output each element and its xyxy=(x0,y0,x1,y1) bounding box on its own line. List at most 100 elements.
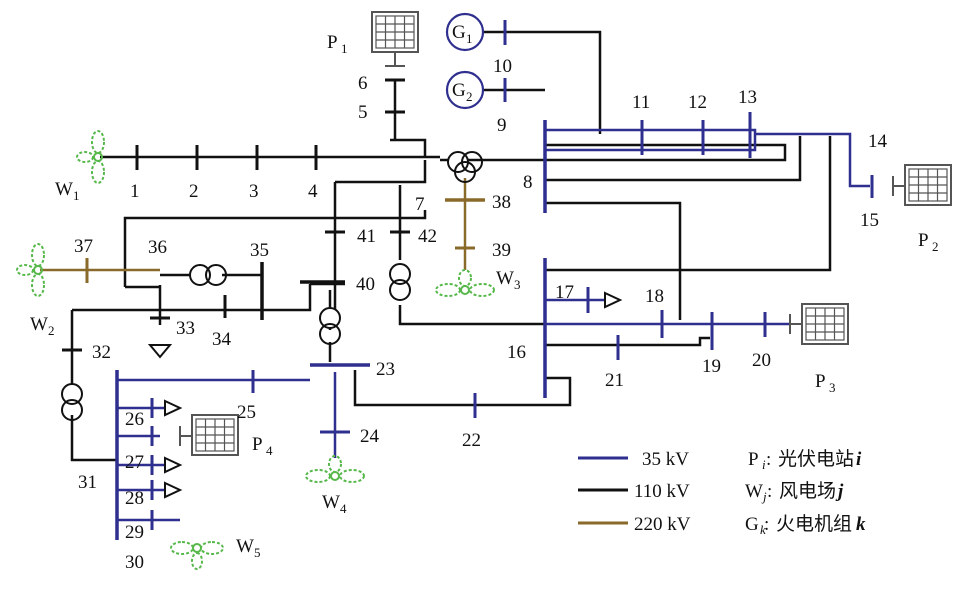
bus-label-18: 18 xyxy=(645,286,664,307)
pv-panel-p1 xyxy=(371,11,419,67)
svg-text:3: 3 xyxy=(829,380,836,395)
bus-label-14: 14 xyxy=(868,131,888,152)
svg-text:P: P xyxy=(252,434,263,455)
svg-text:1: 1 xyxy=(466,31,473,46)
legend-label-110kv: 110 kV xyxy=(634,481,690,502)
bus-ticks-110kv xyxy=(62,78,410,352)
bus-label-36: 36 xyxy=(148,237,167,258)
pv-panel-p3 xyxy=(789,303,849,345)
bus-label-34: 34 xyxy=(212,329,232,350)
wind-turbine-w3 xyxy=(435,269,495,297)
bus-label-8: 8 xyxy=(523,172,533,193)
svg-text:G: G xyxy=(452,80,466,101)
wind-turbine-w4 xyxy=(305,455,365,483)
bus-label-32: 32 xyxy=(92,342,111,363)
bus-label-40: 40 xyxy=(356,274,375,295)
bus-label-29: 29 xyxy=(125,522,144,543)
svg-text:j: j xyxy=(761,489,767,504)
bus-label-11: 11 xyxy=(632,92,650,113)
bus-label-31: 31 xyxy=(78,472,97,493)
svg-text:i: i xyxy=(856,449,862,470)
bus-label-2: 2 xyxy=(189,181,199,202)
wind-turbine-w1 xyxy=(76,130,105,184)
svg-text:W: W xyxy=(236,536,254,557)
svg-text:2: 2 xyxy=(48,323,55,338)
svg-text:2: 2 xyxy=(466,89,473,104)
bus-label-23: 23 xyxy=(376,359,395,380)
legend-def-pv: 光伏电站 xyxy=(778,448,854,470)
lines-35kv xyxy=(117,128,870,522)
bus-bars xyxy=(115,120,547,540)
bus-label-3: 3 xyxy=(249,181,259,202)
pv-panel-p4 xyxy=(179,414,239,456)
bus-label-9: 9 xyxy=(497,115,507,136)
svg-text:i: i xyxy=(762,457,766,472)
bus-label-16: 16 xyxy=(507,342,526,363)
bus-label-1: 1 xyxy=(130,181,140,202)
bus-label-7: 7 xyxy=(415,194,425,215)
bus-label-41: 41 xyxy=(357,226,376,247)
bus-labels: 1 2 3 4 5 6 7 8 9 10 11 12 13 14 15 16 1… xyxy=(74,56,888,573)
bus-label-27: 27 xyxy=(125,452,144,473)
bus-label-21: 21 xyxy=(605,370,624,391)
bus-label-20: 20 xyxy=(752,350,771,371)
bus-label-19: 19 xyxy=(702,356,721,377)
bus-label-25: 25 xyxy=(237,402,256,423)
svg-text:k: k xyxy=(760,522,766,537)
transformer-8 xyxy=(447,151,483,183)
svg-text::: : xyxy=(767,481,772,502)
svg-text:W: W xyxy=(30,314,48,335)
bus-label-39: 39 xyxy=(492,240,511,261)
svg-text:W: W xyxy=(55,179,73,200)
bus-label-12: 12 xyxy=(688,92,707,113)
bus-label-6: 6 xyxy=(358,73,368,94)
svg-text:4: 4 xyxy=(266,443,273,458)
svg-text::: : xyxy=(766,449,771,470)
svg-text:3: 3 xyxy=(514,277,521,292)
bus-label-22: 22 xyxy=(462,430,481,451)
svg-text:W: W xyxy=(322,492,340,513)
svg-text:G: G xyxy=(452,22,466,43)
generator-g1: G 1 xyxy=(445,12,485,52)
bus-label-30: 30 xyxy=(125,552,144,573)
load-arrows xyxy=(147,291,623,499)
bus-label-17: 17 xyxy=(555,282,574,303)
svg-text:W: W xyxy=(496,268,514,289)
bus-label-10: 10 xyxy=(493,56,512,77)
transformer-40-23 xyxy=(319,307,341,345)
legend-row-220kv: 220 kV G k : 火电机组 k xyxy=(578,513,866,537)
svg-text:G: G xyxy=(745,514,759,535)
bus-label-24: 24 xyxy=(360,426,380,447)
bus-ticks-220kv xyxy=(85,246,475,283)
bus-label-37: 37 xyxy=(74,236,93,257)
svg-text:P: P xyxy=(748,449,759,470)
bus-label-42: 42 xyxy=(418,226,437,247)
legend: 35 kV P i : 光伏电站 i 110 kV W j : 风电场 j 22… xyxy=(578,448,866,537)
svg-text:4: 4 xyxy=(340,501,347,516)
transformer-32-31 xyxy=(61,383,83,421)
legend-def-wind: 风电场 xyxy=(779,480,836,502)
svg-text:P: P xyxy=(815,371,826,392)
bus-label-33: 33 xyxy=(176,318,195,339)
legend-row-35kv: 35 kV P i : 光伏电站 i xyxy=(578,448,862,472)
bus-label-4: 4 xyxy=(308,181,318,202)
transformer-40-16 xyxy=(389,263,411,301)
bus-label-15: 15 xyxy=(860,210,879,231)
legend-def-thermal: 火电机组 xyxy=(776,513,852,535)
bus-label-26: 26 xyxy=(125,409,144,430)
svg-text:j: j xyxy=(835,481,844,502)
svg-text:1: 1 xyxy=(341,41,348,56)
pv-panel-p2 xyxy=(892,164,952,206)
svg-text:5: 5 xyxy=(254,545,261,560)
legend-label-220kv: 220 kV xyxy=(634,514,691,535)
svg-text:2: 2 xyxy=(932,239,939,254)
